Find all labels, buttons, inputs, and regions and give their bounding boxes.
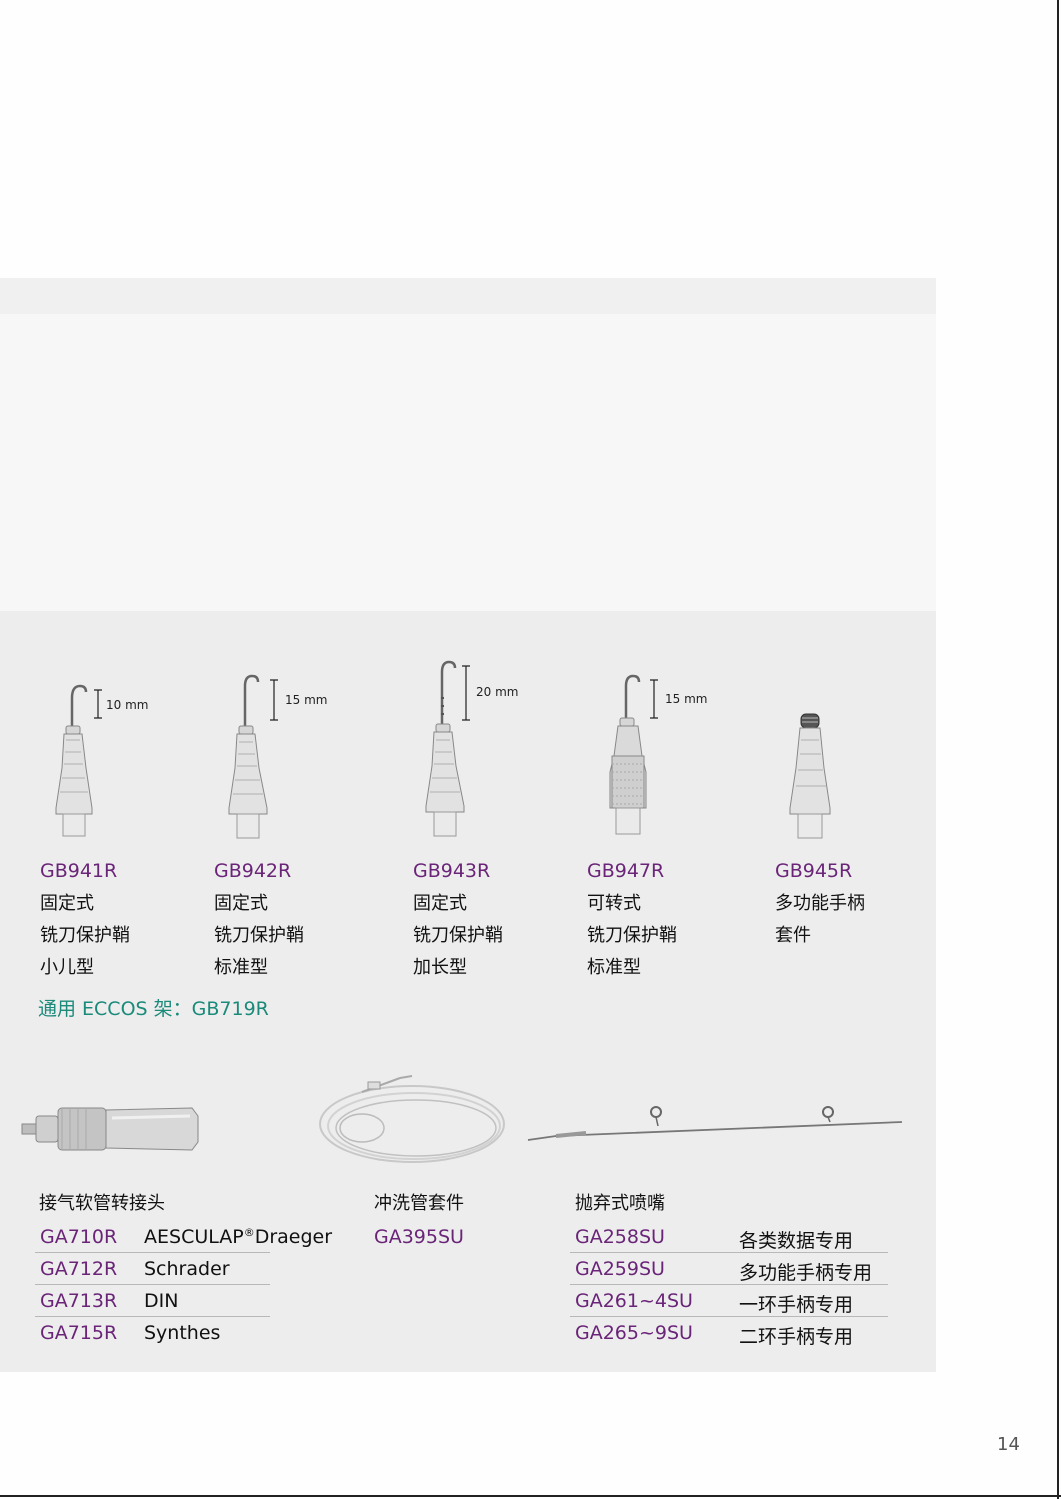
product-description: 可转式 铣刀保护鞘 标准型 [587, 893, 677, 978]
hose-adapter-table: GA710R AESCULAP®Draeger GA712R Schrader … [35, 1221, 332, 1348]
dimension-label: 10 mm [106, 698, 148, 712]
product-code: GB941R [40, 860, 118, 882]
light-panel [0, 314, 936, 611]
product-code: GB943R [413, 860, 491, 882]
product-code: GB945R [775, 860, 853, 882]
nozzles-table: GA258SU 各类数据专用 GA259SU 多功能手柄专用 GA261~4SU… [570, 1221, 888, 1348]
dimension-label: 15 mm [285, 693, 327, 707]
dimension-label: 20 mm [476, 685, 518, 699]
table-row: GA258SU 各类数据专用 [570, 1221, 888, 1253]
section-heading-nozzles: 抛弃式喷嘴 [575, 1193, 665, 1214]
product-panel [0, 611, 936, 1372]
table-row: GA259SU 多功能手柄专用 [570, 1253, 888, 1285]
table-row: GA712R Schrader [35, 1253, 270, 1285]
product-description: 固定式 铣刀保护鞘 加长型 [413, 893, 503, 978]
product-description: 固定式 铣刀保护鞘 标准型 [214, 893, 304, 978]
section-heading-irrigation-set: 冲洗管套件 [374, 1193, 464, 1214]
product-code: GA395SU [374, 1226, 464, 1248]
header-band [0, 278, 936, 314]
product-code: GB947R [587, 860, 665, 882]
table-row: GA713R DIN [35, 1285, 270, 1317]
table-row: GA715R Synthes [40, 1322, 221, 1344]
table-row: GA265~9SU 二环手柄专用 [575, 1322, 854, 1348]
product-description: 固定式 铣刀保护鞘 小儿型 [40, 893, 130, 978]
section-heading-hose-adapter: 接气软管转接头 [39, 1193, 165, 1214]
page-right-border [1057, 0, 1059, 1499]
dimension-label: 15 mm [665, 692, 707, 706]
table-row: GA261~4SU 一环手柄专用 [570, 1285, 888, 1317]
eccos-rack-note: 通用 ECCOS 架：GB719R [38, 998, 269, 1020]
page-number: 14 [997, 1434, 1020, 1455]
product-description: 多功能手柄 套件 [775, 893, 865, 946]
table-row: GA710R AESCULAP®Draeger [35, 1221, 332, 1253]
product-code: GB942R [214, 860, 292, 882]
page-bottom-border [0, 1495, 1061, 1497]
